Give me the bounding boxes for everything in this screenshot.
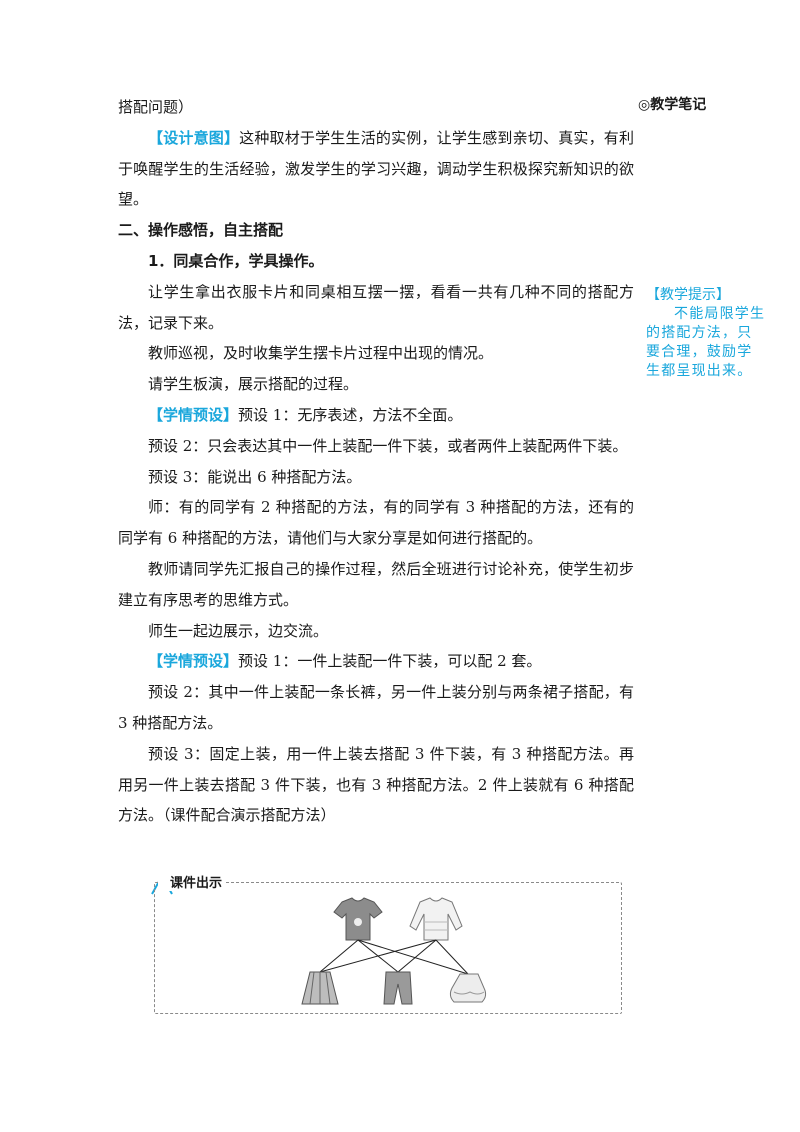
main-content: 搭配问题） 【设计意图】这种取材于学生生活的实例，让学生感到亲切、真实，有利于唤…	[118, 92, 634, 831]
ruffled-skirt-icon	[449, 973, 487, 1003]
trousers-icon	[383, 971, 413, 1005]
pleated-skirt-icon	[301, 971, 339, 1005]
outfit-matching-diagram	[301, 897, 487, 1005]
learning-preset-text: 预设 1：无序表述，方法不全面。	[238, 405, 463, 424]
paragraph: 师生一起边展示，边交流。	[148, 621, 329, 640]
design-intent-text: 这种取材于学生生活的实例，让学生感到亲切、真实，有利于唤醒学生的生活经验，激发学…	[118, 128, 634, 209]
paragraph: 预设 2：其中一件上装配一条长裤，另一件上装分别与两条裙子搭配，有 3 种搭配方…	[118, 683, 634, 732]
matching-lines	[319, 939, 469, 975]
courseware-box	[154, 882, 622, 1014]
section-heading: 二、操作感悟，自主搭配	[118, 221, 284, 240]
design-intent-tag: 【设计意图】	[148, 128, 240, 147]
teaching-tip-body: 不能局限学生的搭配方法，只要合理，鼓励学生都呈现出来。	[646, 306, 766, 379]
paragraph: 预设 2：只会表达其中一件上装配一件下装，或者两件上装配两件下装。	[148, 436, 628, 455]
design-intent-paragraph: 【设计意图】这种取材于学生生活的实例，让学生感到亲切、真实，有利于唤醒学生的生活…	[118, 123, 634, 215]
learning-preset-tag: 【学情预设】	[148, 652, 239, 671]
dark-tshirt-icon	[333, 897, 383, 941]
teaching-tip: 【教学提示】 不能局限学生的搭配方法，只要合理，鼓励学生都呈现出来。	[646, 286, 766, 381]
paragraph: 预设 3：能说出 6 种搭配方法。	[148, 467, 362, 486]
learning-preset-paragraph: 【学情预设】预设 1：一件上装配一件下装，可以配 2 套。	[118, 646, 634, 677]
paragraph: 预设 3：固定上装，用一件上装去搭配 3 件下装，有 3 种搭配方法。再用另一件…	[118, 744, 634, 825]
courseware-label: 课件出示	[158, 872, 227, 891]
teaching-tip-title: 【教学提示】	[646, 287, 730, 303]
light-longsleeve-icon	[409, 897, 463, 941]
paragraph: 请学生板演，展示搭配的过程。	[148, 375, 359, 394]
paragraph-continuation: 搭配问题）	[118, 98, 194, 116]
paragraph: 教师请同学先汇报自己的操作过程，然后全班进行讨论补充，使学生初步建立有序思考的思…	[118, 559, 634, 609]
learning-preset-text: 预设 1：一件上装配一件下装，可以配 2 套。	[238, 652, 542, 671]
paragraph: 师：有的同学有 2 种搭配的方法，有的同学有 3 种搭配的方法，还有的同学有 6…	[118, 498, 634, 548]
teaching-notes-title: ◎教学笔记	[638, 97, 707, 113]
subsection-heading: 1．同桌合作，学具操作。	[148, 251, 324, 270]
learning-preset-paragraph: 【学情预设】预设 1：无序表述，方法不全面。	[118, 400, 634, 431]
paragraph: 让学生拿出衣服卡片和同桌相互摆一摆，看看一共有几种不同的搭配方法，记录下来。	[118, 282, 634, 332]
learning-preset-tag: 【学情预设】	[148, 405, 239, 424]
paragraph: 教师巡视，及时收集学生摆卡片过程中出现的情况。	[148, 344, 494, 363]
